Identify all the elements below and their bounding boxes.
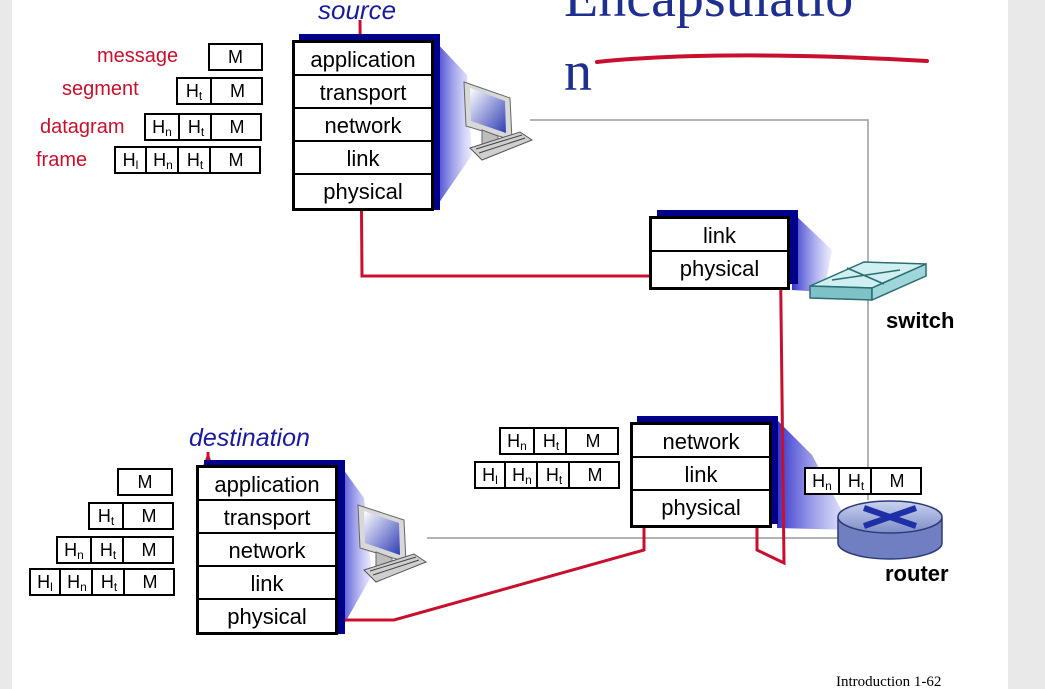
slide-footer: Introduction 1-62 <box>836 674 942 689</box>
destination-protocol-stack: application transport network link physi… <box>196 465 338 635</box>
destination-beam <box>338 462 372 635</box>
dest-segment-box: Ht M <box>88 502 174 530</box>
slide-title-line1: Encapsulatio <box>564 0 853 28</box>
switch-layer-link: link <box>652 219 787 252</box>
router-icon <box>837 500 943 560</box>
switch-beam <box>792 212 832 292</box>
header-ht: Ht <box>533 429 567 453</box>
destination-layer-transport: transport <box>199 501 335 534</box>
router-datagram-box: Hn Ht M <box>499 427 619 455</box>
destination-layer-network: network <box>199 534 335 567</box>
source-to-switch-link <box>530 119 869 280</box>
source-beam <box>434 40 472 210</box>
header-hn: Hn <box>812 471 832 493</box>
header-hn: Hn <box>507 431 527 453</box>
pdu-label-datagram: datagram <box>40 116 125 138</box>
source-protocol-stack: application transport network link physi… <box>292 40 434 211</box>
destination-layer-link: link <box>199 567 335 600</box>
header-ht: Ht <box>536 463 570 487</box>
payload-m: M <box>123 570 175 594</box>
router-layer-network: network <box>633 425 769 458</box>
segment-box: Ht M <box>176 77 263 105</box>
header-hn: Hn <box>64 540 84 562</box>
payload-m: M <box>122 504 174 528</box>
source-layer-transport: transport <box>295 76 431 109</box>
dest-frame-box: Hl Hn Ht M <box>29 568 175 596</box>
header-ht: Ht <box>91 570 125 594</box>
datagram-box: Hn Ht M <box>144 113 262 141</box>
source-layer-application: application <box>295 43 431 76</box>
source-layer-link: link <box>295 142 431 175</box>
header-hl: Hl <box>482 465 498 487</box>
payload-m: M <box>228 47 243 67</box>
header-ht: Ht <box>838 469 872 493</box>
header-ht: Ht <box>177 148 211 172</box>
router-layer-link: link <box>633 458 769 491</box>
dest-datagram-box: Hn Ht M <box>56 536 174 564</box>
header-hn: Hn <box>152 117 172 139</box>
payload-m: M <box>870 469 922 493</box>
router-layer-physical: physical <box>661 495 741 520</box>
source-layer-network: network <box>295 109 431 142</box>
payload-m: M <box>210 79 263 103</box>
switch-icon <box>809 261 927 302</box>
header-hn: Hn <box>59 570 93 594</box>
router-out-datagram-box: Hn Ht M <box>804 467 922 495</box>
source-layer-physical: physical <box>323 179 403 204</box>
source-computer-icon <box>463 81 534 161</box>
switch-layer-physical: physical <box>679 256 760 281</box>
payload-m: M <box>210 115 262 139</box>
destination-computer-icon <box>357 504 428 583</box>
slide-title-line2: n <box>564 41 592 103</box>
payload-m: M <box>568 463 620 487</box>
payload-m: M <box>565 429 619 453</box>
router-protocol-stack: network link physical <box>630 422 772 528</box>
payload-m: M <box>122 538 174 562</box>
header-ht: Ht <box>178 115 212 139</box>
frame-box: Hl Hn Ht M <box>114 146 261 174</box>
header-hn: Hn <box>504 463 538 487</box>
header-ht: Ht <box>97 506 115 528</box>
pdu-label-segment: segment <box>62 78 139 100</box>
destination-label: destination <box>189 424 310 452</box>
network-links <box>427 119 869 539</box>
destination-layer-application: application <box>199 468 335 501</box>
switch-label: switch <box>886 308 955 333</box>
header-ht: Ht <box>185 81 203 103</box>
switch-protocol-stack: link physical <box>649 216 790 290</box>
header-hl: Hl <box>37 572 53 594</box>
router-frame-box: Hl Hn Ht M <box>474 461 620 489</box>
header-hl: Hl <box>122 150 139 172</box>
header-hn: Hn <box>145 148 179 172</box>
router-label: router <box>885 561 949 586</box>
payload-m: M <box>137 472 153 492</box>
payload-m: M <box>209 148 261 172</box>
pdu-label-frame: frame <box>36 149 88 171</box>
header-ht: Ht <box>90 538 124 562</box>
title-underline <box>595 53 929 64</box>
message-box: M <box>208 43 263 71</box>
dest-message-box: M <box>117 468 173 496</box>
pdu-label-message: message <box>97 45 179 67</box>
source-label: source <box>318 0 397 25</box>
slide: Encapsulatio n source message segment da… <box>12 0 1008 689</box>
destination-layer-physical: physical <box>227 604 307 629</box>
